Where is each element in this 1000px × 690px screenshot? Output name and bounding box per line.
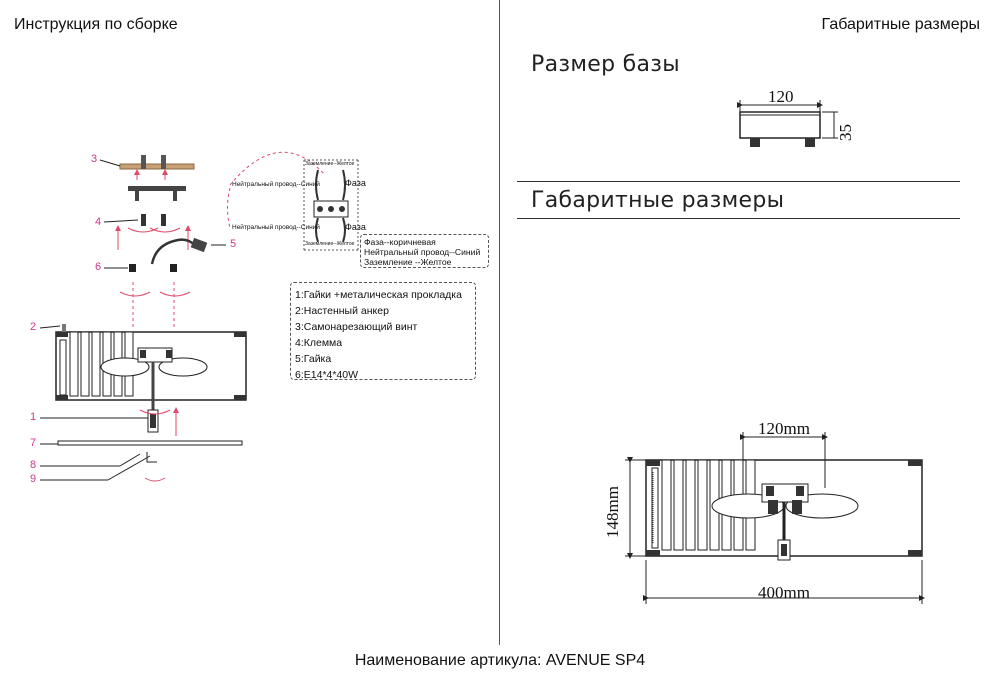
- callout-3: 3: [91, 153, 98, 165]
- base-width-label: 120: [768, 87, 794, 106]
- callout-1: 1: [30, 411, 37, 423]
- callout-8: 8: [30, 459, 37, 471]
- right-section-title: Габаритные размеры: [821, 16, 980, 33]
- part-5: 5:Гайка: [295, 353, 332, 365]
- left-section-title: Инструкция по сборке: [14, 16, 178, 33]
- assembly-diagram: [39, 155, 247, 482]
- callout-5: 5: [230, 238, 237, 250]
- part-1: 1:Гайки +металическая прокладка: [295, 289, 462, 301]
- part-4: 4:Клемма: [295, 337, 343, 349]
- base-height-label: 35: [836, 124, 855, 141]
- section-rule-top: [517, 181, 960, 182]
- fixture-width-label: 400mm: [758, 583, 810, 602]
- callout-7: 7: [30, 437, 37, 449]
- wiring-ground-top: Заземление--Желтое: [305, 161, 355, 167]
- wiring-ground-bottom: Заземление--Желтое: [305, 241, 355, 247]
- callout-6: 6: [95, 261, 102, 273]
- parts-legend: 1:Гайки +металическая прокладка 2:Настен…: [290, 282, 476, 381]
- lamp-spacing-label: 120mm: [758, 419, 810, 438]
- part-3: 3:Самонарезающий винт: [295, 321, 418, 333]
- wiring-phase-bottom: Фаза: [345, 222, 366, 232]
- legend-line-neutral: Нейтральный провод--Синий: [364, 247, 481, 257]
- base-size-title: Размер базы: [531, 52, 680, 77]
- article-name-footer: Наименование артикула: AVENUE SP4: [354, 652, 646, 669]
- section-rule-bottom: [517, 218, 960, 219]
- fixture-height-label: 148mm: [603, 486, 622, 538]
- legend-line-ground: Заземление --Желтое: [364, 257, 452, 267]
- part-6: 6:E14*4*40W: [295, 369, 359, 381]
- fixture-front-view: [625, 432, 925, 604]
- wire-color-legend: Фаза--коричневая Нейтральный провод--Син…: [360, 234, 489, 268]
- page-divider: [499, 0, 500, 645]
- callout-9: 9: [30, 473, 37, 485]
- overall-dimensions-title: Габаритные размеры: [531, 188, 785, 213]
- wiring-neutral-top: Нейтральный провод--Синий: [232, 181, 320, 188]
- callout-2: 2: [30, 321, 37, 333]
- callout-4: 4: [95, 216, 102, 228]
- base-plate-drawing: [737, 100, 838, 147]
- wiring-phase-top: Фаза: [345, 178, 366, 188]
- legend-line-phase: Фаза--коричневая: [364, 237, 436, 247]
- wiring-schematic: [227, 151, 359, 251]
- wiring-neutral-bottom: Нейтральный провод--Синий: [232, 224, 320, 231]
- part-2: 2:Настенный анкер: [295, 305, 389, 317]
